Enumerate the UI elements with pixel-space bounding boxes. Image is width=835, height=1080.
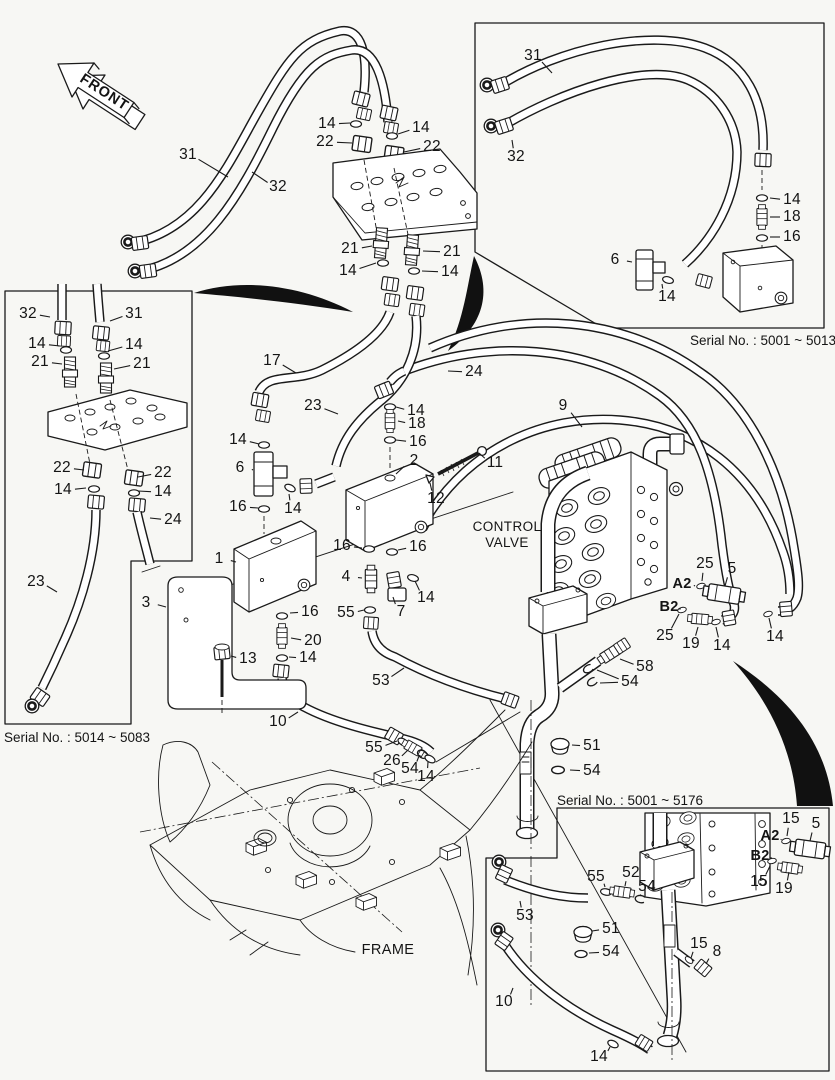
main-hose-runs bbox=[254, 310, 804, 625]
inset-top-right-content bbox=[478, 35, 794, 313]
plate-3-assembly bbox=[167, 576, 307, 714]
valve-blocks-and-fittings bbox=[202, 380, 687, 1053]
inset-bottom-right-border bbox=[485, 807, 830, 1072]
control-valve-assembly bbox=[500, 433, 793, 1008]
right-port-fittings bbox=[676, 581, 793, 627]
callout-leader-lines bbox=[39, 61, 813, 1052]
inset-bottom-right-content bbox=[489, 809, 832, 1062]
block-1 bbox=[233, 520, 317, 613]
valve-flange bbox=[528, 585, 588, 635]
inset-left-content bbox=[23, 283, 188, 715]
swoosh-right bbox=[733, 661, 833, 806]
bracket-split-mark bbox=[395, 176, 409, 188]
washer-12 bbox=[425, 474, 435, 484]
frame-holes bbox=[253, 786, 406, 886]
valve-side-plugs bbox=[636, 485, 659, 586]
front-arrow: FRONT bbox=[57, 62, 146, 131]
plate-3 bbox=[167, 576, 307, 710]
swoosh-top-center bbox=[194, 285, 353, 312]
tee-6-inset bbox=[635, 249, 714, 291]
inset-port-fittings bbox=[766, 837, 832, 876]
bracket-plate-holes bbox=[350, 164, 471, 219]
inset-valve-caps bbox=[646, 809, 766, 898]
swoosh-center bbox=[448, 256, 484, 351]
swoosh-connectors bbox=[194, 256, 833, 806]
inset-left-border bbox=[4, 290, 193, 725]
frame-drawing bbox=[139, 709, 533, 986]
bolt-13 bbox=[213, 643, 231, 714]
bracket-plate bbox=[332, 148, 478, 241]
hoses-31-32-main bbox=[119, 25, 393, 280]
top-bracket-assembly bbox=[332, 90, 478, 318]
block-2 bbox=[345, 462, 434, 552]
